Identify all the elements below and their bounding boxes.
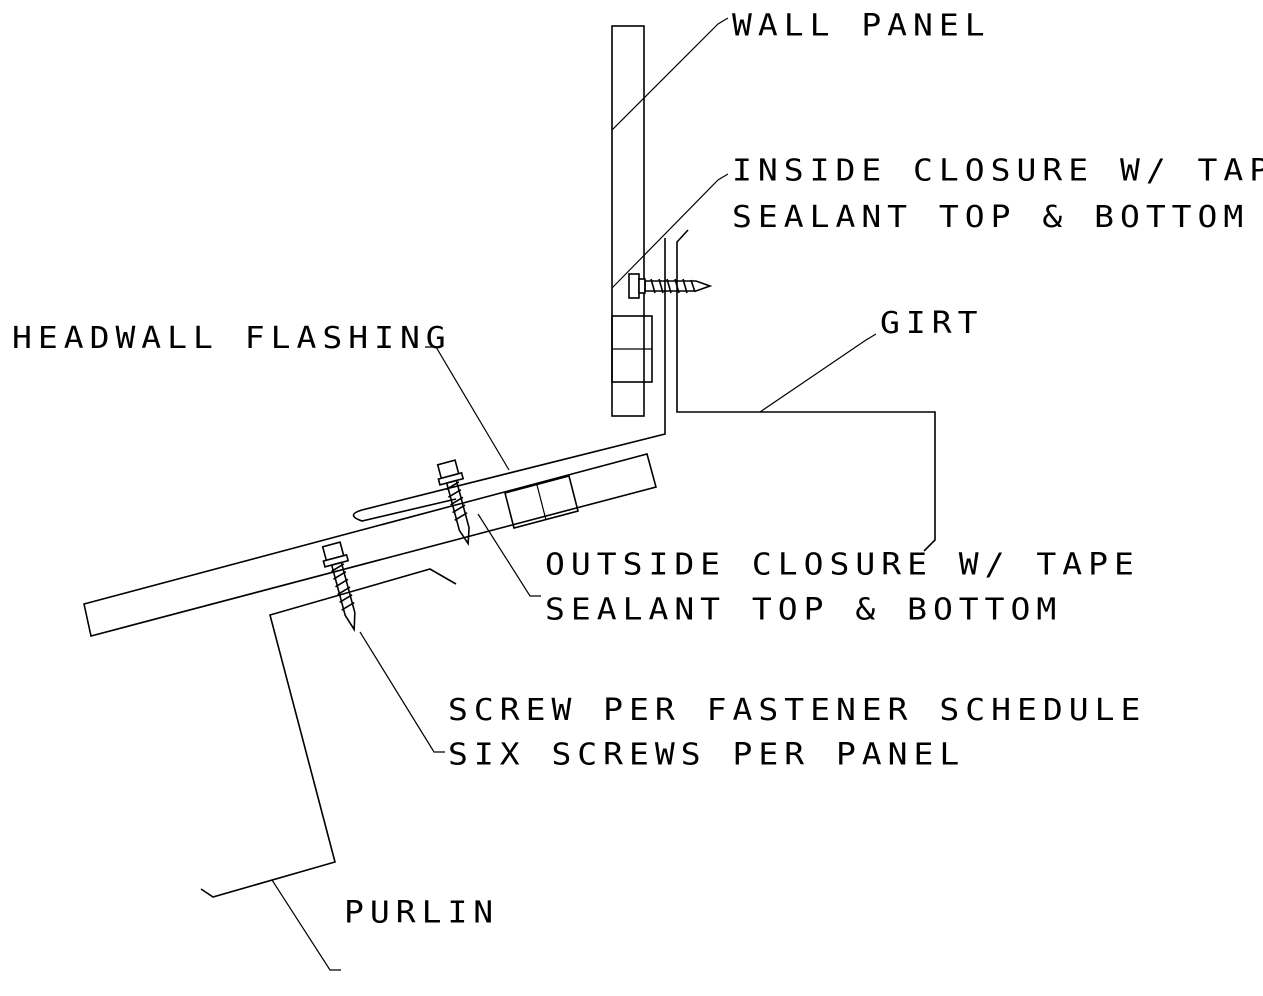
leader-purlin [271, 879, 341, 971]
label-outside-closure-line1: OUTSIDE CLOSURE W/ TAPE [545, 546, 1140, 583]
label-wall-panel: WALL PANEL [732, 6, 991, 43]
girt [676, 229, 936, 552]
label-inside-closure-line2: SEALANT TOP & BOTTOM [732, 198, 1249, 235]
leader-headwall-flashing [425, 346, 510, 471]
leader-girt [759, 333, 877, 413]
label-headwall-flashing: HEADWALL FLASHING [12, 319, 452, 356]
label-purlin: PURLIN [344, 894, 499, 931]
leader-screw [359, 631, 445, 753]
headwall-flashing [352, 238, 666, 522]
leader-lines [271, 17, 877, 971]
leader-inside-closure [611, 173, 729, 289]
label-girt: GIRT [880, 304, 983, 341]
labels: WALL PANEL INSIDE CLOSURE W/ TAPE SEALAN… [12, 6, 1263, 930]
wall-screw [628, 273, 713, 299]
label-screw-line2: SIX SCREWS PER PANEL [448, 736, 965, 773]
roof-screw [321, 541, 356, 633]
inside-closure [611, 315, 653, 383]
label-screw-line1: SCREW PER FASTENER SCHEDULE [448, 691, 1146, 728]
flashing-screw [436, 459, 470, 547]
label-outside-closure-line2: SEALANT TOP & BOTTOM [545, 590, 1062, 627]
purlin [200, 568, 457, 898]
leader-wall-panel [611, 17, 729, 131]
wall-panel [611, 25, 645, 417]
label-inside-closure-line1: INSIDE CLOSURE W/ TAPE [732, 152, 1263, 189]
outside-closure [504, 475, 579, 529]
leader-outside-closure [477, 513, 541, 597]
roof-panel [83, 453, 657, 637]
